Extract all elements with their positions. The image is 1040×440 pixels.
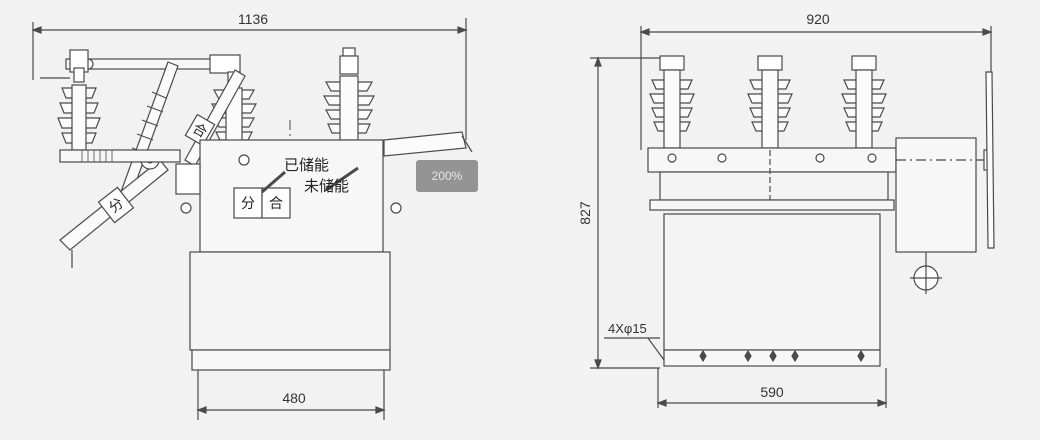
base-width-label-front: 590	[760, 384, 784, 400]
front-body	[647, 147, 897, 367]
front-view: 920 827	[577, 11, 996, 408]
dimension-base-width-front: 590	[656, 368, 888, 408]
operating-handle: 分	[59, 149, 181, 268]
bushing-right	[322, 47, 376, 141]
overall-width-label: 1136	[238, 11, 268, 27]
stored-energy-label: 已储能	[284, 157, 329, 174]
open-indicator-label: 分	[241, 195, 255, 211]
mechanism-box	[895, 71, 996, 294]
dimension-overall-width-side: 1136	[31, 11, 468, 140]
mounting-holes-callout: 4Xφ15	[604, 321, 665, 361]
front-bushing-2	[747, 55, 793, 149]
right-lever	[383, 131, 473, 157]
dimension-overall-height-front: 827	[577, 56, 660, 370]
overall-width-label-front: 920	[806, 11, 830, 27]
dimension-base-width-side: 480	[196, 370, 386, 420]
left-post-insulator	[57, 67, 101, 151]
side-view: 1136	[31, 11, 473, 420]
close-arm-label: 合	[190, 120, 210, 141]
close-indicator-label: 合	[269, 195, 283, 211]
base-width-label-side: 480	[282, 390, 306, 406]
front-bushing-1	[649, 55, 695, 149]
zoom-level-badge: 200%	[416, 160, 478, 192]
front-bushing-3	[841, 55, 887, 149]
breaker-body	[175, 139, 402, 371]
mounting-holes-label: 4Xφ15	[608, 321, 647, 336]
dimension-overall-width-front: 920	[639, 11, 993, 150]
open-close-indicator: 分 合	[233, 166, 359, 219]
overall-height-label: 827	[577, 201, 593, 225]
top-link-bar	[40, 49, 241, 79]
not-stored-energy-label: 未储能	[304, 178, 349, 195]
